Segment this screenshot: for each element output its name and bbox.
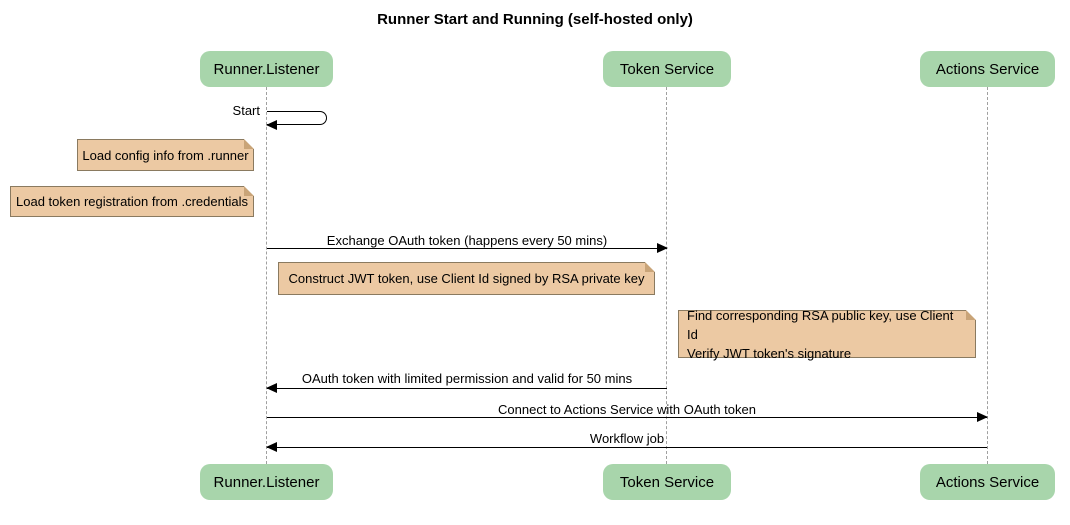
actor-label: Runner.Listener <box>213 60 320 78</box>
actor-token-service-top: Token Service <box>603 51 731 87</box>
actor-actions-service-top: Actions Service <box>920 51 1055 87</box>
message-arrow-workflow-job <box>266 442 987 452</box>
note-load-token-registration: Load token registration from .credential… <box>10 186 254 217</box>
message-arrow-oauth-token-back <box>266 383 667 393</box>
note-text: Load config info from .runner <box>82 147 249 163</box>
note-text: Verify JWT token's signature <box>687 345 852 361</box>
lifeline-runner-listener <box>266 87 267 464</box>
actor-label: Token Service <box>619 473 715 491</box>
lifeline-token-service <box>666 87 667 464</box>
message-label-start: Start <box>232 103 260 118</box>
note-text: Load token registration from .credential… <box>16 194 248 209</box>
self-message-arrow <box>267 111 327 125</box>
actor-label: Actions Service <box>935 473 1040 491</box>
note-text: Construct JWT token, use Client Id signe… <box>288 271 645 286</box>
message-arrow-connect-actions <box>267 412 988 422</box>
actor-label: Actions Service <box>935 60 1040 78</box>
message-arrow-exchange-oauth <box>267 243 668 253</box>
message-label-exchange-oauth: Exchange OAuth token (happens every 50 m… <box>326 233 608 248</box>
note-verify-jwt: Find corresponding RSA public key, use C… <box>678 308 976 361</box>
diagram-title: Runner Start and Running (self-hosted on… <box>377 11 693 28</box>
note-load-config: Load config info from .runner <box>77 139 254 171</box>
actor-actions-service-bottom: Actions Service <box>920 464 1055 500</box>
actor-label: Token Service <box>619 60 715 78</box>
actor-runner-listener-bottom: Runner.Listener <box>200 464 333 500</box>
actor-label: Runner.Listener <box>213 473 320 491</box>
note-text: Find corresponding RSA public key, use C… <box>687 307 954 342</box>
actor-runner-listener-top: Runner.Listener <box>200 51 333 87</box>
lifeline-actions-service <box>987 87 988 464</box>
actor-token-service-bottom: Token Service <box>603 464 731 500</box>
note-construct-jwt: Construct JWT token, use Client Id signe… <box>278 262 655 295</box>
message-label-workflow-job: Workflow job <box>589 431 665 446</box>
message-label-connect-actions: Connect to Actions Service with OAuth to… <box>498 402 756 417</box>
message-label-oauth-token-back: OAuth token with limited permission and … <box>301 371 633 386</box>
arrowhead-icon <box>266 120 277 130</box>
